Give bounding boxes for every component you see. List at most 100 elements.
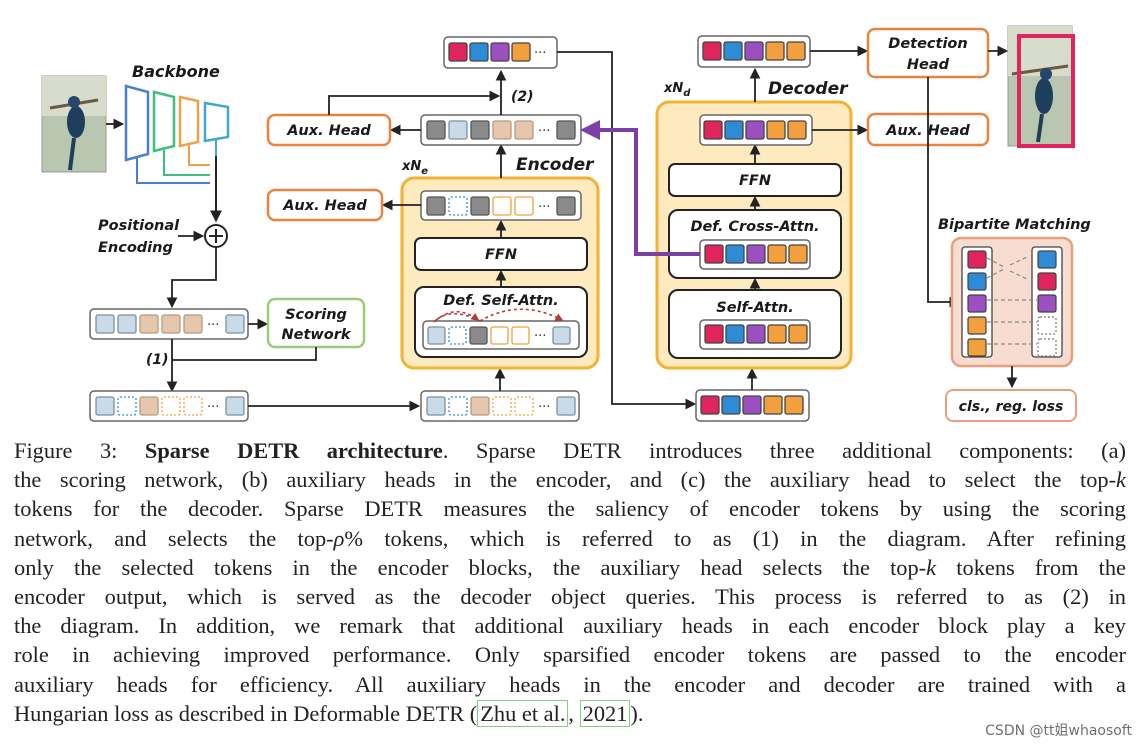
token <box>514 120 534 140</box>
token <box>556 120 576 140</box>
token <box>788 324 808 344</box>
match-token <box>967 294 987 313</box>
match-token <box>1037 338 1057 357</box>
caption-text: k <box>1116 467 1126 493</box>
caption-text: . Sparse DETR introduces three additiona… <box>442 438 1126 463</box>
ellipsis: ··· <box>534 46 546 61</box>
encoder-aux-head-top-label: Aux. Head <box>286 123 371 139</box>
token <box>470 120 490 140</box>
decoder-query-arrow <box>580 120 700 256</box>
decoder-query-row <box>695 389 810 422</box>
token <box>490 326 509 345</box>
ground-truth-column <box>1037 250 1057 357</box>
caption-line: Figure 3: Sparse DETR architecture. Spar… <box>14 436 1126 465</box>
caption-line: network, and selects the top-ρ% tokens, … <box>14 524 1126 553</box>
backbone-network <box>124 84 230 162</box>
decoder-ffn-label: FFN <box>739 173 771 189</box>
token <box>426 120 446 140</box>
token <box>742 395 762 415</box>
token <box>470 196 490 216</box>
caption-text: the scoring network, (b) auxiliary heads… <box>14 467 1117 493</box>
decoder-ffn-block: FFN <box>668 163 842 197</box>
caption-line: Hungarian loss as described in Deformabl… <box>14 699 1126 728</box>
bipartite-matching-label: Bipartite Matching <box>938 217 1091 233</box>
loss-box: cls., reg. loss <box>945 389 1077 422</box>
caption-text: auxiliary heads for efficiency. All auxi… <box>14 671 1126 697</box>
token <box>490 42 510 62</box>
token <box>448 196 468 216</box>
matching-lines <box>986 256 1037 345</box>
token <box>767 324 787 344</box>
caption-text: ). <box>630 700 644 726</box>
token <box>725 324 745 344</box>
token <box>556 396 576 416</box>
encoder-label: Encoder <box>516 155 595 175</box>
token <box>117 314 137 334</box>
encoder-ffn-label: FFN <box>485 247 517 263</box>
citation-link[interactable]: 2021 <box>579 699 631 727</box>
scoring-network: Scoring Network <box>266 297 366 349</box>
caption-text: tokens for the decoder. Sparse DETR meas… <box>14 496 1126 522</box>
def-self-attn-label: Def. Self-Attn. <box>443 293 558 309</box>
token <box>700 395 720 415</box>
encoder-input-row: ··· <box>420 390 580 422</box>
match-token <box>967 316 987 335</box>
match-token <box>967 272 987 291</box>
caption-text: Hungarian loss as described in Deformabl… <box>14 700 478 726</box>
token <box>511 326 530 345</box>
token <box>183 396 203 416</box>
token <box>469 326 488 345</box>
self-attn-query-row <box>699 319 811 350</box>
token <box>492 196 512 216</box>
caption-text: the diagram. In addition, we remark that… <box>14 613 1126 639</box>
caption-line: auxiliary heads for efficiency. All auxi… <box>14 670 1126 699</box>
token <box>426 196 446 216</box>
watermark: CSDN @tt姐whaosoft <box>985 723 1132 739</box>
encoder-block-output-row: ··· <box>420 190 582 221</box>
positional-encoding-label-2: Encoding <box>98 240 173 256</box>
decoder-output-row <box>697 35 811 68</box>
token <box>556 196 576 216</box>
output-image <box>1007 25 1075 148</box>
backbone-label: Backbone <box>132 62 220 81</box>
token <box>161 314 181 334</box>
token <box>511 42 531 62</box>
token <box>448 396 468 416</box>
encoder-ffn-block: FFN <box>414 237 588 271</box>
token <box>161 396 181 416</box>
caption-text: k <box>926 554 937 580</box>
caption-text: % tokens, which is referred to as (1) in… <box>344 525 1127 551</box>
token <box>492 120 512 140</box>
token <box>704 324 724 344</box>
caption-text: only the selected tokens in the encoder … <box>14 554 927 580</box>
ellipsis: ··· <box>538 124 550 139</box>
token <box>448 120 468 140</box>
prediction-column <box>967 250 987 357</box>
caption-line: encoder output, which is served as the d… <box>14 582 1126 611</box>
scoring-network-label-2: Network <box>281 327 351 343</box>
token <box>95 396 115 416</box>
citation-link[interactable]: Zhu et al. <box>477 699 569 727</box>
token <box>139 314 159 334</box>
encoder-aux-head-inner-label: Aux. Head <box>282 198 367 214</box>
caption-line: the diagram. In addition, we remark that… <box>14 611 1126 640</box>
caption-line: role in achieving improved performance. … <box>14 640 1126 669</box>
token <box>724 120 744 140</box>
selected-token-row: ··· <box>89 390 249 422</box>
token <box>470 396 490 416</box>
cross-attn-query-row <box>699 239 811 270</box>
decoder-repeat-label: xNd <box>663 81 691 99</box>
token <box>514 196 534 216</box>
caption-text: ρ <box>333 525 345 551</box>
ellipsis: ··· <box>538 400 550 415</box>
marker-2: (2) <box>511 89 534 105</box>
token <box>183 314 203 334</box>
caption-text: network, and selects the top- <box>14 525 334 551</box>
token <box>117 396 137 416</box>
match-token <box>1037 250 1057 269</box>
backbone-token-row: ··· <box>89 308 249 340</box>
token <box>426 396 446 416</box>
token <box>139 396 159 416</box>
sampling-arcs <box>433 308 564 323</box>
token <box>766 120 786 140</box>
